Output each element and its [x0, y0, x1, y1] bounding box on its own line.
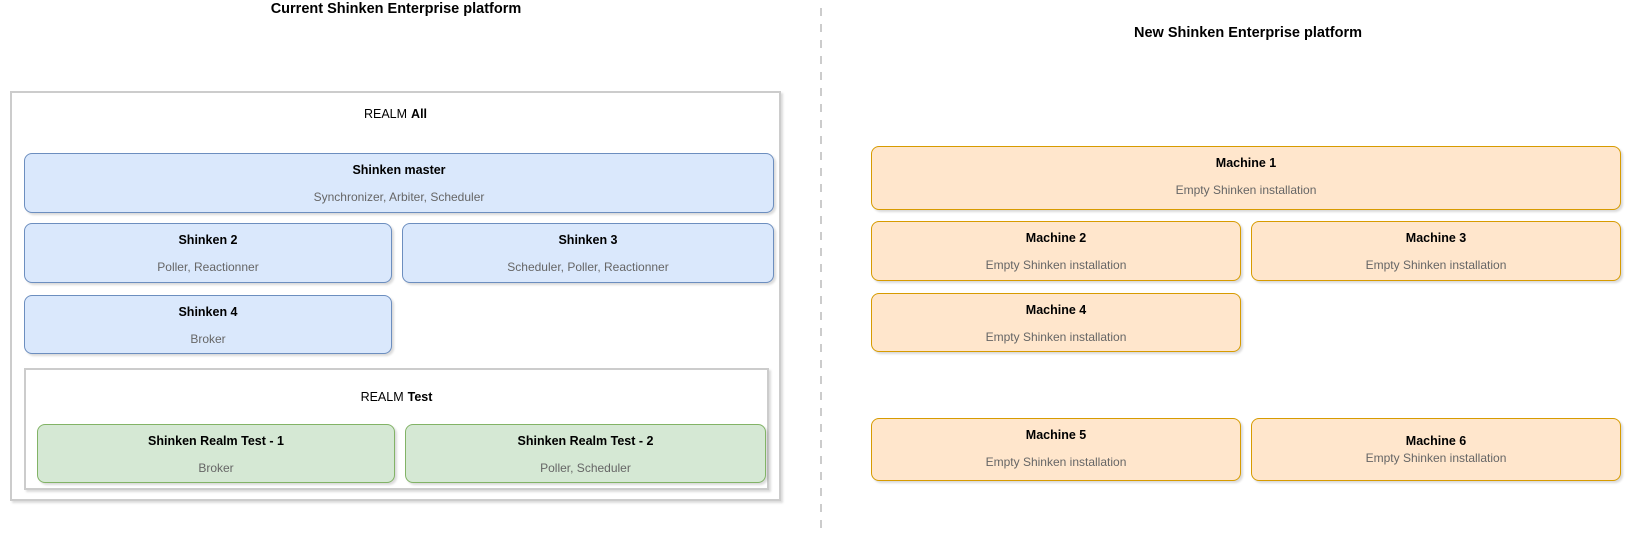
node-machine-1: Machine 1 Empty Shinken installation — [871, 146, 1621, 210]
new-platform-title: New Shinken Enterprise platform — [1133, 25, 1363, 41]
node-title: Shinken Realm Test - 2 — [517, 434, 654, 448]
node-machine-6: Machine 6 Empty Shinken installation — [1251, 418, 1621, 481]
node-shinken-3: Shinken 3 Scheduler, Poller, Reactionner — [402, 223, 774, 283]
realm-all-label-prefix: REALM — [363, 107, 408, 121]
realm-test-label-name: Test — [407, 390, 433, 404]
node-subtitle: Empty Shinken installation — [1365, 451, 1507, 465]
node-title: Shinken 4 — [178, 305, 238, 319]
realm-test-label-prefix: REALM — [360, 390, 404, 404]
node-subtitle: Empty Shinken installation — [985, 330, 1127, 344]
realm-all-label-name: All — [411, 107, 428, 121]
node-shinken-realm-test-2: Shinken Realm Test - 2 Poller, Scheduler — [405, 424, 766, 483]
node-machine-3: Machine 3 Empty Shinken installation — [1251, 221, 1621, 281]
node-machine-4: Machine 4 Empty Shinken installation — [871, 293, 1241, 352]
node-subtitle: Empty Shinken installation — [985, 258, 1127, 272]
node-title: Machine 5 — [1025, 428, 1087, 442]
node-subtitle: Broker — [198, 461, 234, 475]
node-machine-2: Machine 2 Empty Shinken installation — [871, 221, 1241, 281]
node-title: Shinken 3 — [558, 233, 618, 247]
node-shinken-4: Shinken 4 Broker — [24, 295, 392, 354]
node-subtitle: Poller, Scheduler — [540, 461, 631, 475]
node-subtitle: Poller, Reactionner — [157, 260, 259, 274]
node-title: Machine 2 — [1025, 231, 1087, 245]
node-shinken-2: Shinken 2 Poller, Reactionner — [24, 223, 392, 283]
node-subtitle: Empty Shinken installation — [1365, 258, 1507, 272]
node-title: Shinken master — [352, 163, 446, 177]
node-shinken-master: Shinken master Synchronizer, Arbiter, Sc… — [24, 153, 774, 213]
node-title: Shinken 2 — [178, 233, 238, 247]
node-subtitle: Synchronizer, Arbiter, Scheduler — [313, 190, 485, 204]
node-machine-5: Machine 5 Empty Shinken installation — [871, 418, 1241, 481]
node-subtitle: Broker — [190, 332, 226, 346]
node-subtitle: Scheduler, Poller, Reactionner — [507, 260, 669, 274]
node-title: Machine 6 — [1405, 434, 1467, 448]
node-title: Shinken Realm Test - 1 — [148, 434, 284, 448]
node-shinken-realm-test-1: Shinken Realm Test - 1 Broker — [37, 424, 395, 483]
current-platform-title: Current Shinken Enterprise platform — [270, 1, 522, 17]
node-subtitle: Empty Shinken installation — [985, 455, 1127, 469]
node-subtitle: Empty Shinken installation — [1175, 183, 1317, 197]
node-title: Machine 1 — [1215, 156, 1277, 170]
node-title: Machine 4 — [1025, 303, 1087, 317]
column-divider — [820, 8, 822, 535]
node-title: Machine 3 — [1405, 231, 1467, 245]
